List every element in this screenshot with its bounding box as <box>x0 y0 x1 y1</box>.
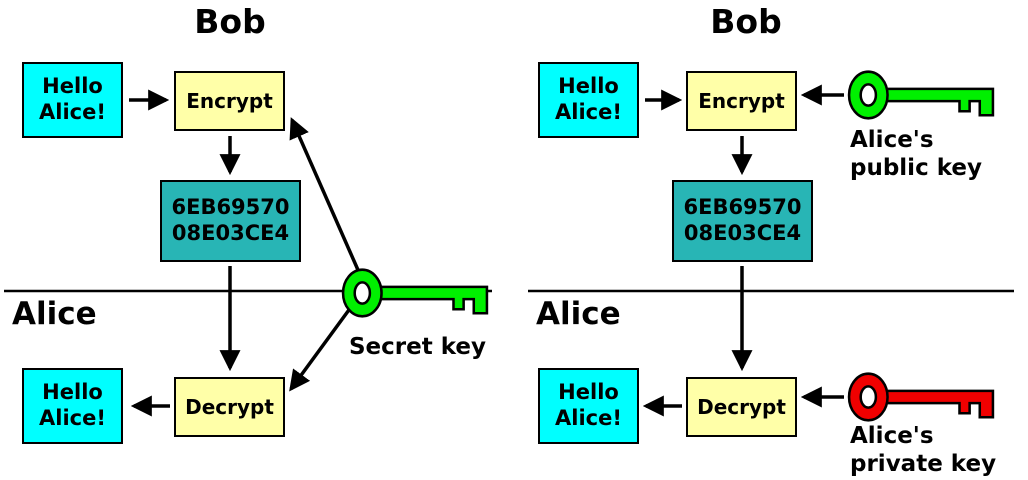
plaintext-line2: Alice! <box>555 100 622 124</box>
private-key-icon <box>847 372 995 422</box>
decrypt-box-right: Decrypt <box>686 377 797 437</box>
arrow-secretkey-to-encrypt <box>289 117 360 271</box>
output-line1: Hello <box>42 380 103 405</box>
sender-label-right: Bob <box>710 2 782 41</box>
output-box-right: Hello Alice! <box>538 368 639 444</box>
ciphertext-box-right: 6EB69570 08E03CE4 <box>672 180 813 262</box>
ciphertext-box-left: 6EB69570 08E03CE4 <box>160 180 301 262</box>
decrypt-label: Decrypt <box>185 394 274 419</box>
secret-key-icon <box>341 268 489 318</box>
private-key-label: Alice's private key <box>850 423 997 478</box>
output-line2: Alice! <box>39 406 106 430</box>
ciphertext-line2: 08E03CE4 <box>171 221 290 245</box>
output-box-left: Hello Alice! <box>22 368 123 444</box>
public-key-label: Alice's public key <box>850 127 982 182</box>
receiver-label-left: Alice <box>12 296 97 332</box>
encrypt-box-left: Encrypt <box>174 71 285 131</box>
decrypt-label: Decrypt <box>697 394 786 419</box>
output-line2: Alice! <box>555 406 622 430</box>
encrypt-box-right: Encrypt <box>686 71 797 131</box>
ciphertext-line1: 6EB69570 <box>683 195 802 220</box>
secret-key-label: Secret key <box>348 334 486 360</box>
encrypt-label: Encrypt <box>186 88 273 113</box>
plaintext-line2: Alice! <box>39 100 106 124</box>
output-line1: Hello <box>558 380 619 405</box>
decrypt-box-left: Decrypt <box>174 377 285 437</box>
ciphertext-line2: 08E03CE4 <box>683 221 802 245</box>
receiver-label-right: Alice <box>536 296 621 332</box>
plaintext-line1: Hello <box>42 74 103 99</box>
plaintext-line1: Hello <box>558 74 619 99</box>
plaintext-box-right: Hello Alice! <box>538 62 639 138</box>
plaintext-box-left: Hello Alice! <box>22 62 123 138</box>
encrypt-label: Encrypt <box>698 88 785 113</box>
sender-label-left: Bob <box>194 2 266 41</box>
ciphertext-line1: 6EB69570 <box>171 195 290 220</box>
public-key-icon <box>847 70 995 120</box>
